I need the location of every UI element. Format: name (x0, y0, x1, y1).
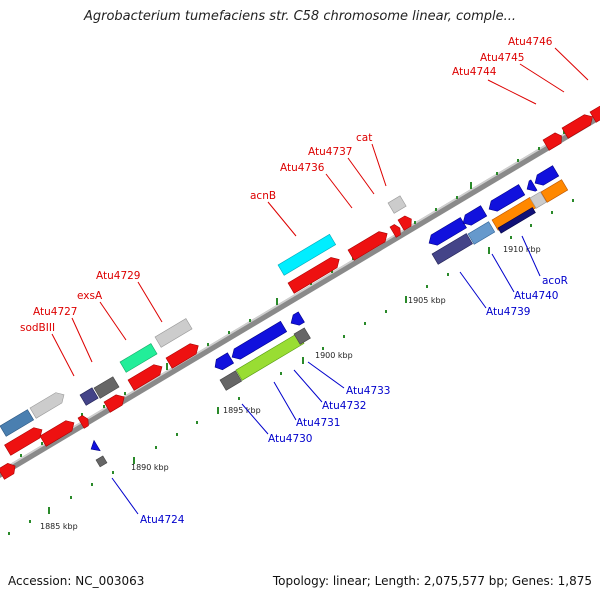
gene-label-Atu4736[interactable]: Atu4736 (280, 162, 325, 174)
gene-label-Atu4732[interactable]: Atu4732 (322, 400, 367, 412)
tick-label-1900: 1900 kbp (315, 351, 353, 360)
tick-label-1885: 1885 kbp (40, 522, 78, 531)
gene-label-acoR[interactable]: acoR (542, 275, 568, 287)
gene-box[interactable] (79, 387, 99, 406)
gene-label-Atu4746[interactable]: Atu4746 (508, 36, 553, 48)
gene-box[interactable] (154, 318, 193, 348)
gene-arrow[interactable] (77, 414, 91, 429)
gene-arrow[interactable] (4, 425, 46, 456)
gene-arrow[interactable] (88, 439, 101, 454)
gene-arrow[interactable] (347, 228, 390, 261)
gene-label-Atu4739[interactable]: Atu4739 (486, 306, 531, 318)
gene-arrow[interactable] (39, 418, 77, 447)
gene-arrow[interactable] (212, 352, 235, 373)
forward-genes (0, 101, 600, 480)
gene-arrow[interactable] (561, 112, 596, 139)
gene-label-Atu4727[interactable]: Atu4727 (33, 306, 78, 318)
gene-box[interactable] (467, 221, 496, 245)
gene-box[interactable] (589, 101, 600, 123)
gene-arrow[interactable] (288, 311, 305, 328)
gene-label-acnB[interactable]: acnB (250, 190, 276, 202)
gene-box[interactable] (219, 370, 243, 391)
gene-box[interactable] (277, 233, 337, 276)
gene-box[interactable] (497, 207, 536, 234)
gene-arrow[interactable] (524, 179, 538, 194)
gene-label-Atu4745[interactable]: Atu4745 (480, 52, 525, 64)
gene-label-Atu4724[interactable]: Atu4724 (140, 514, 185, 526)
gene-arrow[interactable] (29, 390, 67, 419)
reverse-labels: Atu4724 Atu4730 Atu4731 Atu4732 Atu4733 … (140, 275, 568, 526)
gene-box[interactable] (293, 327, 311, 345)
leader-lines-forward (51, 47, 589, 377)
gene-box[interactable] (95, 455, 108, 468)
gene-box[interactable] (540, 179, 569, 203)
gene-box[interactable] (529, 191, 547, 209)
gene-arrow[interactable] (532, 165, 560, 189)
tick-row-reverse-major (48, 247, 490, 514)
tick-label-1910: 1910 kbp (503, 245, 541, 254)
gene-box[interactable] (119, 343, 158, 373)
tick-label-1895: 1895 kbp (223, 406, 261, 415)
tick-row-reverse (8, 199, 574, 535)
gene-box[interactable] (431, 233, 473, 265)
gene-arrow[interactable] (127, 362, 165, 391)
tick-label-1890: 1890 kbp (131, 463, 169, 472)
reverse-genes (88, 165, 569, 468)
gene-arrow[interactable] (486, 184, 526, 215)
tick-label-1905: 1905 kbp (408, 296, 446, 305)
gene-arrow[interactable] (397, 214, 414, 231)
gene-label-Atu4744[interactable]: Atu4744 (452, 66, 497, 78)
summary-text: Topology: linear; Length: 2,075,577 bp; … (272, 574, 592, 588)
gene-arrow[interactable] (229, 320, 288, 362)
gene-arrow[interactable] (542, 131, 565, 151)
gene-arrow[interactable] (0, 461, 18, 480)
forward-labels: sodBIII Atu4727 exsA Atu4729 acnB Atu473… (20, 36, 553, 334)
leader-lines-reverse (111, 235, 541, 515)
gene-arrow[interactable] (103, 392, 127, 413)
gene-arrow[interactable] (165, 341, 201, 369)
map-title: Agrobacterium tumefaciens str. C58 chrom… (83, 9, 517, 24)
gene-label-Atu4729[interactable]: Atu4729 (96, 270, 141, 282)
gene-label-sodBIII[interactable]: sodBIII (20, 322, 55, 334)
gene-label-Atu4740[interactable]: Atu4740 (514, 290, 559, 302)
gene-label-Atu4737[interactable]: Atu4737 (308, 146, 353, 158)
gene-arrow[interactable] (460, 205, 488, 229)
accession-text: Accession: NC_003063 (8, 574, 145, 588)
chromosome-backbone-highlight (0, 112, 600, 473)
gene-arrow[interactable] (287, 254, 342, 294)
gene-label-Atu4733[interactable]: Atu4733 (346, 385, 391, 397)
gene-box[interactable] (93, 376, 120, 399)
gene-label-Atu4731[interactable]: Atu4731 (296, 417, 341, 429)
gene-label-Atu4730[interactable]: Atu4730 (268, 433, 313, 445)
gene-box[interactable] (0, 409, 35, 437)
gene-label-exsA[interactable]: exsA (77, 290, 103, 302)
gene-box[interactable] (387, 195, 407, 214)
gene-arrow[interactable] (389, 223, 403, 238)
gene-label-cat[interactable]: cat (356, 132, 372, 144)
